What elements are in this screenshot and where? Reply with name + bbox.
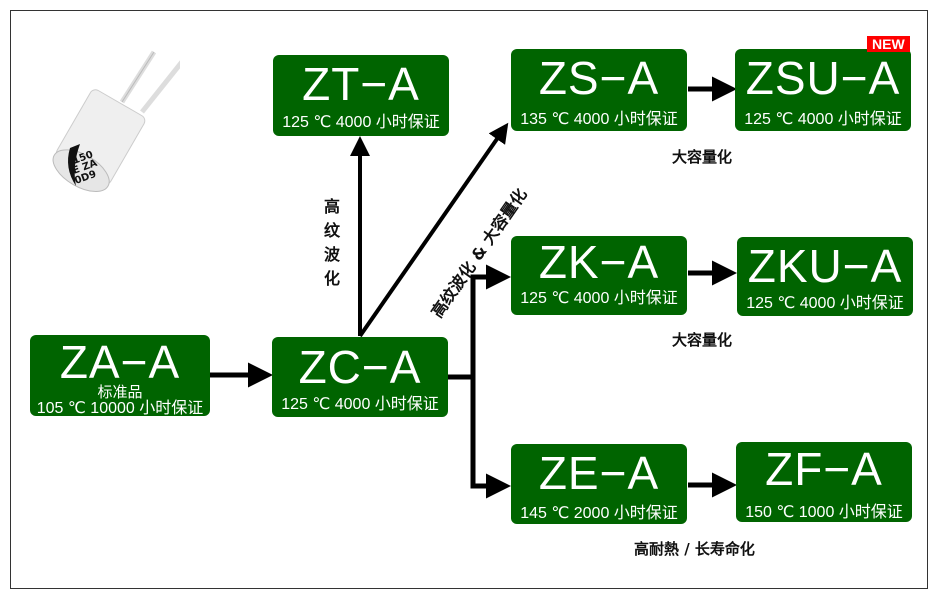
node-za-a-tag: 标准品 (97, 384, 143, 401)
node-zku-a-spec: 125 ℃ 4000 小时保证 (746, 295, 904, 312)
node-zt-a[interactable]: ZT−A 125 ℃ 4000 小时保证 (273, 55, 449, 136)
node-zs-a-name: ZS−A (538, 52, 660, 104)
diagram-frame (10, 10, 928, 589)
node-zku-a[interactable]: ZKU−A 125 ℃ 4000 小时保证 (737, 237, 913, 316)
node-za-a[interactable]: ZA−A 标准品 105 ℃ 10000 小时保证 (30, 335, 210, 417)
node-zsu-a-spec: 125 ℃ 4000 小时保证 (744, 111, 902, 128)
node-zt-a-spec: 125 ℃ 4000 小时保证 (282, 114, 440, 131)
node-zs-a-spec: 135 ℃ 4000 小时保证 (520, 111, 678, 128)
node-ze-a[interactable]: ZE−A 145 ℃ 2000 小时保证 (511, 444, 687, 524)
label-zs-zsu: 大容量化 (672, 148, 733, 166)
label-char: 高 (323, 197, 340, 216)
node-ze-a-name: ZE−A (538, 447, 660, 499)
node-zk-a[interactable]: ZK−A 125 ℃ 4000 小时保证 (511, 236, 687, 315)
capacitor-image: 150 E ZA 0D9 (52, 50, 180, 192)
node-ze-a-spec: 145 ℃ 2000 小时保证 (520, 505, 678, 522)
node-za-a-name: ZA−A (59, 336, 181, 388)
node-zk-a-spec: 125 ℃ 4000 小时保证 (520, 290, 678, 307)
node-zc-a-spec: 125 ℃ 4000 小时保证 (281, 396, 439, 413)
node-za-a-spec: 105 ℃ 10000 小时保证 (36, 400, 204, 417)
node-zs-a[interactable]: ZS−A 135 ℃ 4000 小时保证 (511, 49, 687, 131)
new-badge: NEW (867, 36, 910, 52)
lead-wire-2 (140, 60, 180, 114)
label-high-ripple-vertical: 高 纹 波 化 (322, 195, 342, 291)
node-zf-a-spec: 150 ℃ 1000 小时保证 (745, 504, 903, 521)
node-zf-a-name: ZF−A (765, 443, 883, 495)
node-zc-a[interactable]: ZC−A 125 ℃ 4000 小时保证 (272, 337, 448, 417)
node-zsu-a[interactable]: ZSU−A 125 ℃ 4000 小时保证 (735, 49, 911, 131)
node-zc-a-name: ZC−A (298, 341, 422, 393)
label-ze-zf: 高耐熱 / 长寿命化 (634, 540, 755, 558)
node-zf-a[interactable]: ZF−A 150 ℃ 1000 小时保证 (736, 442, 912, 522)
arrow-zc-ze (470, 377, 511, 499)
node-zsu-a-name: ZSU−A (745, 52, 901, 104)
label-char: 波 (323, 245, 340, 264)
label-char: 化 (323, 269, 340, 288)
polarity-stripe (68, 144, 80, 186)
arrow-zc-zk (470, 264, 511, 377)
node-zt-a-name: ZT−A (302, 58, 420, 110)
label-char: 纹 (323, 221, 340, 240)
label-zk-zku: 大容量化 (672, 331, 733, 349)
arrow-zc-zs (358, 122, 509, 338)
node-zk-a-name: ZK−A (538, 236, 660, 288)
node-zku-a-name: ZKU−A (747, 240, 903, 292)
